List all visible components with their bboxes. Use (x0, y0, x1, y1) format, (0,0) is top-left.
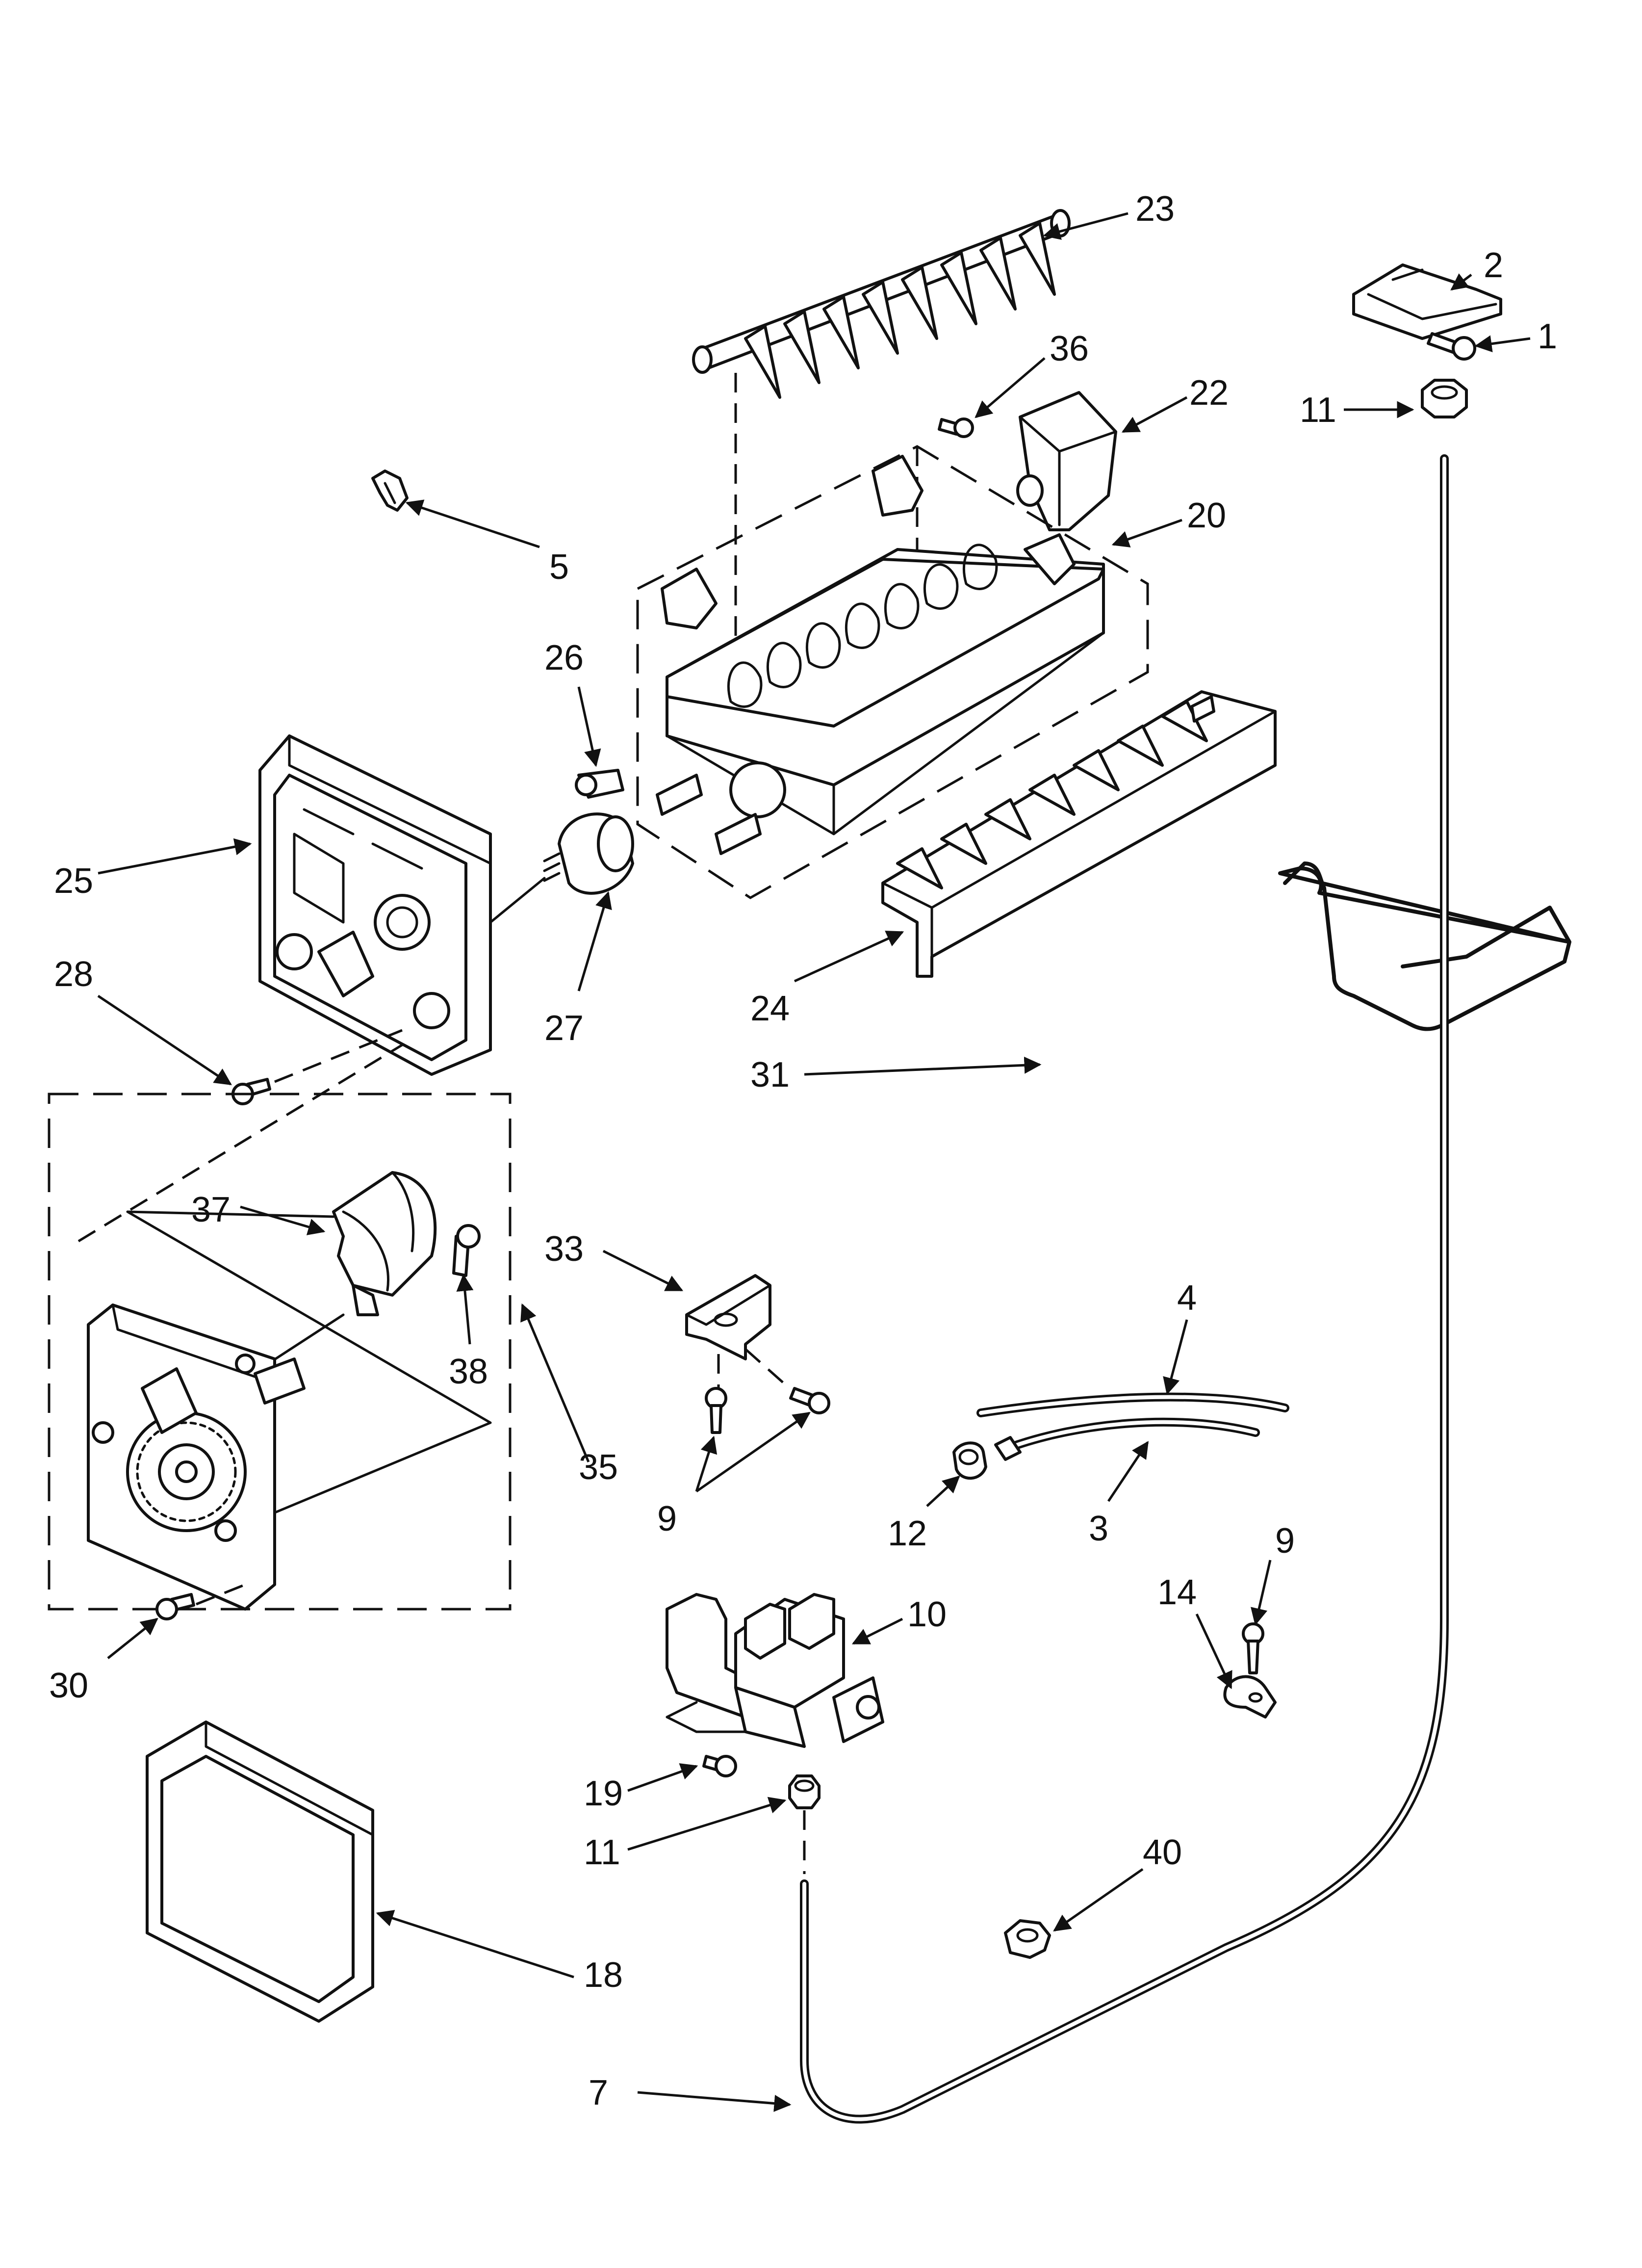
callout-27: 27 (544, 1009, 584, 1048)
callout-4: 4 (1177, 1278, 1197, 1318)
part-11-nut (1421, 379, 1468, 418)
part-31-shutoff-arm (1278, 861, 1571, 1031)
part-9-screw (1242, 1622, 1264, 1674)
callout-30: 30 (49, 1666, 88, 1705)
part-20-mold (636, 445, 1149, 899)
callout-10: 10 (907, 1595, 947, 1634)
part-40-nut (1004, 1919, 1051, 1959)
part-24-cover (881, 690, 1277, 978)
callout-25: 25 (54, 861, 93, 901)
alignment-line (77, 1043, 403, 1243)
part-9-screw (789, 1387, 830, 1414)
alignment-line (196, 1583, 246, 1606)
connector-line (489, 877, 546, 924)
callout-14: 14 (1157, 1573, 1197, 1612)
part-1-screw (1427, 332, 1476, 361)
callout-19: 19 (584, 1774, 623, 1813)
part-11-nut (788, 1774, 821, 1809)
part-19-screw (702, 1755, 737, 1777)
part-35-control-plate (87, 1303, 306, 1611)
callout-5: 5 (549, 547, 569, 587)
part-7-water-tube (800, 454, 1449, 2124)
part-27-thermostat (543, 812, 634, 895)
callout-11-bottom: 11 (584, 1833, 620, 1872)
callout-37: 37 (191, 1190, 231, 1229)
part-30-screw (155, 1593, 195, 1620)
callout-1: 1 (1538, 317, 1557, 356)
part-14-clamp (1223, 1675, 1277, 1719)
callout-11: 11 (1300, 391, 1336, 430)
part-37-motor (332, 1171, 437, 1316)
part-25-module-housing (258, 734, 492, 1076)
part-3-tube (994, 1417, 1260, 1461)
callout-24: 24 (750, 989, 790, 1028)
part-10-water-valve (666, 1593, 884, 1748)
callout-33: 33 (544, 1229, 584, 1269)
part-26-clip (575, 769, 624, 799)
leader-lines (97, 212, 1531, 2112)
callout-3: 3 (1089, 1509, 1108, 1548)
callout-2: 2 (1484, 246, 1503, 285)
callout-26: 26 (544, 638, 584, 678)
part-18-cover-box (146, 1721, 374, 2023)
part-2-bracket (1352, 263, 1502, 340)
callout-40: 40 (1143, 1833, 1182, 1872)
callout-18: 18 (584, 1955, 623, 1995)
part-36-screw (938, 417, 974, 438)
part-5-clip (371, 469, 409, 512)
callout-23: 23 (1135, 189, 1175, 229)
part-4-tube (976, 1392, 1289, 1417)
callout-9-right: 9 (1275, 1521, 1295, 1561)
part-38-screw (452, 1224, 481, 1277)
part-35-kit-box (48, 1093, 512, 1611)
part-22-fill-cup (1016, 391, 1117, 531)
callout-22: 22 (1189, 373, 1229, 413)
alignment-line (717, 1348, 791, 1389)
alignment-line (274, 1029, 403, 1083)
part-9-screw (705, 1387, 727, 1434)
callout-28: 28 (54, 955, 93, 994)
callout-38: 38 (449, 1352, 488, 1391)
part-23-ejector-shaft (692, 209, 1071, 399)
callout-9: 9 (657, 1499, 677, 1538)
callout-20: 20 (1187, 496, 1226, 535)
part-28-screw (231, 1078, 271, 1105)
callout-12: 12 (888, 1514, 927, 1553)
callout-labels: 23 2 1 36 22 11 5 20 26 25 27 28 24 31 3… (49, 189, 1557, 2112)
callout-7: 7 (589, 2073, 608, 2112)
part-12-nut (952, 1441, 987, 1480)
callout-31: 31 (750, 1055, 790, 1095)
part-33-bracket (685, 1274, 771, 1360)
callout-36: 36 (1050, 329, 1089, 368)
callout-35: 35 (579, 1448, 618, 1487)
